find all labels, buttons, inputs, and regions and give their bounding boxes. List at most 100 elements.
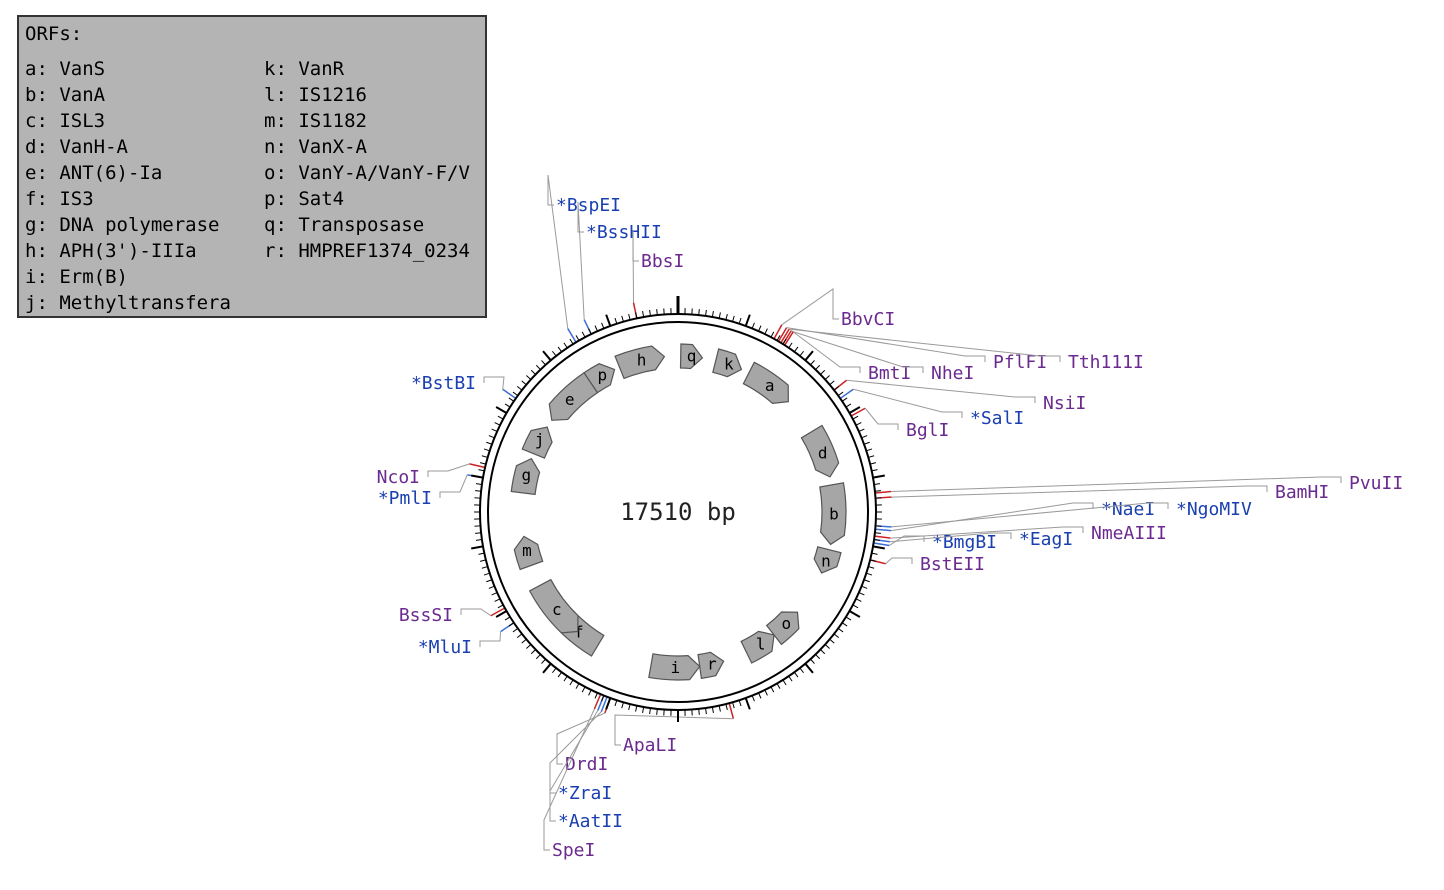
site-leader <box>889 532 1012 543</box>
site-label: BstEII <box>920 554 985 575</box>
minor-tick <box>764 328 768 335</box>
minor-tick <box>698 309 700 316</box>
site-bmgbi: *BmgBI <box>873 532 997 553</box>
site-label: ApaLI <box>623 735 677 756</box>
minor-tick <box>541 658 546 664</box>
minor-tick <box>497 415 504 420</box>
minor-tick <box>824 644 830 649</box>
site-label: *BssHII <box>586 222 662 243</box>
minor-tick <box>488 585 495 589</box>
site-leader <box>890 476 1342 492</box>
major-tick <box>605 697 612 710</box>
minor-tick <box>614 700 618 707</box>
minor-tick <box>776 335 781 341</box>
major-tick <box>872 545 885 550</box>
cut-line <box>600 696 608 713</box>
site-leader <box>789 328 1061 362</box>
minor-tick <box>820 369 826 375</box>
minor-tick <box>866 572 873 576</box>
orf-label-r: r <box>707 654 717 673</box>
minor-tick <box>841 397 848 402</box>
site-label: BbvCI <box>841 309 895 330</box>
minor-tick <box>874 490 881 492</box>
minor-tick <box>621 315 624 322</box>
site-leader <box>479 631 502 647</box>
minor-tick <box>508 397 515 402</box>
orf-label-a: a <box>765 376 775 395</box>
site-label: NmeAIII <box>1091 523 1167 544</box>
minor-tick <box>594 692 598 699</box>
minor-tick <box>788 675 793 682</box>
orf-arrow-c <box>528 578 579 634</box>
minor-tick <box>581 686 586 693</box>
orf-arrow-p <box>583 363 616 394</box>
site-leader <box>846 379 1036 403</box>
site-leader <box>791 330 861 373</box>
minor-tick <box>732 702 735 709</box>
cut-line <box>780 328 790 344</box>
site-bmti: BmtI <box>782 330 911 384</box>
minor-tick <box>725 313 728 321</box>
minor-tick <box>758 325 762 332</box>
minor-tick <box>594 325 598 332</box>
legend-item: n: VanX-A <box>264 136 367 158</box>
orf-legend: ORFs: a: VanS b: VanA c: ISL3 d: VanH-A … <box>17 15 487 318</box>
legend-item: c: ISL3 <box>25 110 106 132</box>
minor-tick <box>858 428 865 432</box>
site-label: *ZraI <box>558 783 612 804</box>
minor-tick <box>799 350 804 357</box>
minor-tick <box>866 448 873 452</box>
minor-tick <box>738 700 742 707</box>
orf-label-o: o <box>782 614 792 633</box>
site-leader <box>460 608 492 617</box>
site-bbvci: BbvCI <box>773 288 895 340</box>
minor-tick <box>788 342 793 349</box>
major-tick <box>495 406 508 414</box>
cut-line <box>873 542 890 547</box>
minor-tick <box>642 311 645 318</box>
site-leader <box>547 174 569 329</box>
minor-tick <box>751 322 755 329</box>
minor-tick <box>575 335 580 341</box>
minor-tick <box>841 622 848 627</box>
minor-tick <box>758 692 762 699</box>
minor-tick <box>770 331 775 338</box>
minor-tick <box>855 598 862 602</box>
minor-tick <box>494 422 501 426</box>
site-label: *BspEI <box>556 195 621 216</box>
legend-right-column: k: VanR l: IS1216 m: IS1182 n: VanX-A o:… <box>264 56 470 264</box>
site-tth111i: Tth111I <box>780 328 1144 373</box>
minor-tick <box>635 312 638 319</box>
orf-arrow-b <box>819 482 847 546</box>
minor-tick <box>521 380 527 386</box>
minor-tick <box>628 313 631 321</box>
site-bsssi: BssSI <box>399 605 506 626</box>
site-label: Tth111I <box>1068 352 1144 373</box>
minor-tick <box>751 695 755 702</box>
cut-line <box>728 703 735 719</box>
site-leader <box>556 712 606 765</box>
site-leader <box>891 485 1268 498</box>
site-leader <box>614 714 734 746</box>
minor-tick <box>793 671 799 678</box>
minor-tick <box>491 428 498 432</box>
minor-tick <box>475 539 482 541</box>
legend-left-column: a: VanS b: VanA c: ISL3 d: VanH-A e: ANT… <box>25 56 231 316</box>
site-bspei: *BspEI <box>547 174 621 343</box>
major-tick <box>804 350 814 361</box>
minor-tick <box>852 415 859 420</box>
site-label: BbsI <box>641 251 684 272</box>
cut-line <box>490 607 506 617</box>
major-tick <box>848 610 861 618</box>
minor-tick <box>642 706 645 713</box>
legend-item: l: IS1216 <box>264 84 367 106</box>
minor-tick <box>725 703 728 711</box>
minor-tick <box>614 317 618 324</box>
minor-tick <box>601 322 605 329</box>
minor-tick <box>530 649 536 655</box>
minor-tick <box>845 403 852 408</box>
minor-tick <box>833 633 840 638</box>
minor-tick <box>541 360 546 366</box>
minor-tick <box>516 386 523 391</box>
